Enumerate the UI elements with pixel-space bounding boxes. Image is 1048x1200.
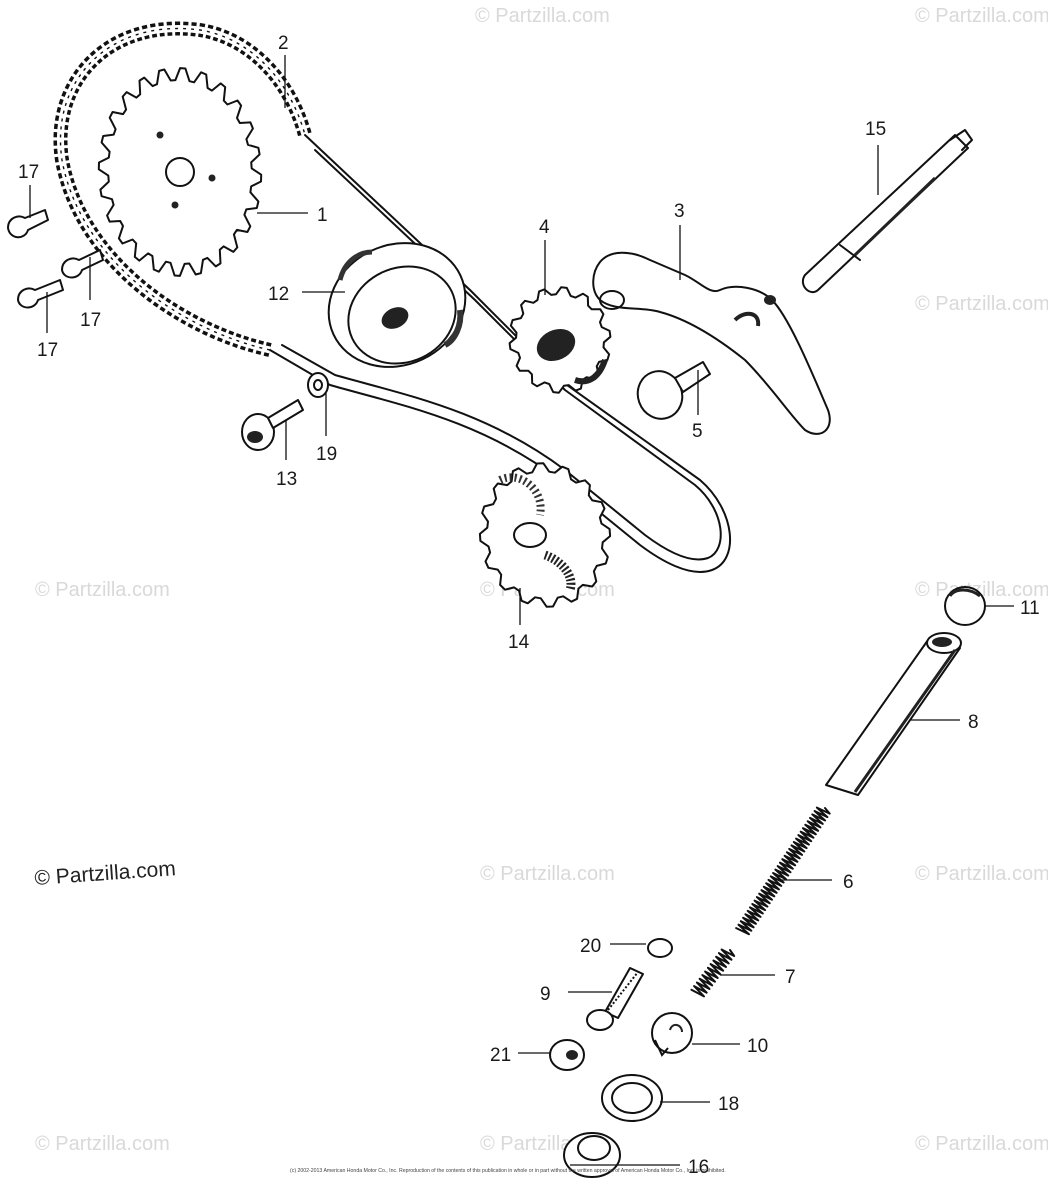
watermark: © Partzilla.com <box>480 863 615 885</box>
callout-13: 13 <box>276 469 297 490</box>
callout-15: 15 <box>865 119 886 140</box>
callout-12: 12 <box>268 284 289 305</box>
callout-21: 21 <box>490 1045 511 1066</box>
callout-20: 20 <box>580 936 601 957</box>
tensioner-roller <box>327 242 467 368</box>
bolt <box>636 361 711 420</box>
callout-10: 10 <box>747 1036 768 1057</box>
cap <box>944 586 986 626</box>
watermark: © Partzilla.com <box>35 1133 170 1155</box>
long-spring <box>735 806 831 936</box>
gasket-inner <box>611 1082 653 1114</box>
callout-14: 14 <box>508 632 530 653</box>
callout-11: 11 <box>1020 598 1040 619</box>
callout-4: 4 <box>539 217 550 238</box>
callout-6: 6 <box>843 872 854 893</box>
callout-17: 17 <box>37 340 58 361</box>
o-ring <box>647 938 673 958</box>
fine-print: (c) 2002-2013 American Honda Motor Co., … <box>290 1168 726 1174</box>
watermark: © Partzilla.com <box>915 1133 1048 1155</box>
callout-17: 17 <box>18 162 39 183</box>
callout-1: 1 <box>317 205 328 226</box>
copyright-notice: © Partzilla.com <box>34 857 177 890</box>
pivot-bolt <box>241 399 304 451</box>
lower-sprocket <box>478 462 612 608</box>
watermark: © Partzilla.com <box>915 293 1048 315</box>
shaft <box>801 129 973 294</box>
callout-18: 18 <box>718 1094 739 1115</box>
tensioner-tube <box>825 632 962 796</box>
washer <box>307 372 329 398</box>
watermark: © Partzilla.com <box>475 5 610 27</box>
small-bolts <box>7 209 104 309</box>
callout-5: 5 <box>692 421 703 442</box>
watermark: © Partzilla.com <box>915 863 1048 885</box>
callout-8: 8 <box>968 712 979 733</box>
tensioner-arm <box>592 251 831 435</box>
callout-17: 17 <box>80 310 101 331</box>
guide-roller <box>508 286 612 394</box>
cam-sprocket <box>97 67 263 277</box>
callout-16: 16 <box>688 1157 709 1178</box>
washer-hole <box>313 379 323 391</box>
adjuster-bolt <box>586 967 644 1031</box>
plunger <box>651 1012 693 1057</box>
watermark: © Partzilla.com <box>915 5 1048 27</box>
leader-lines <box>29 55 1014 1166</box>
callout-2: 2 <box>278 33 289 54</box>
sealing-bolt <box>563 1132 621 1178</box>
callout-7: 7 <box>785 967 796 988</box>
gasket <box>601 1074 663 1122</box>
nut <box>549 1039 585 1071</box>
callout-19: 19 <box>316 444 337 465</box>
callout-9: 9 <box>540 984 551 1005</box>
callout-3: 3 <box>674 201 685 222</box>
watermark: © Partzilla.com <box>35 579 170 601</box>
callouts: 1 2 3 4 5 6 7 8 9 10 11 12 13 14 15 16 1… <box>18 33 1040 1178</box>
short-spring <box>690 948 736 998</box>
